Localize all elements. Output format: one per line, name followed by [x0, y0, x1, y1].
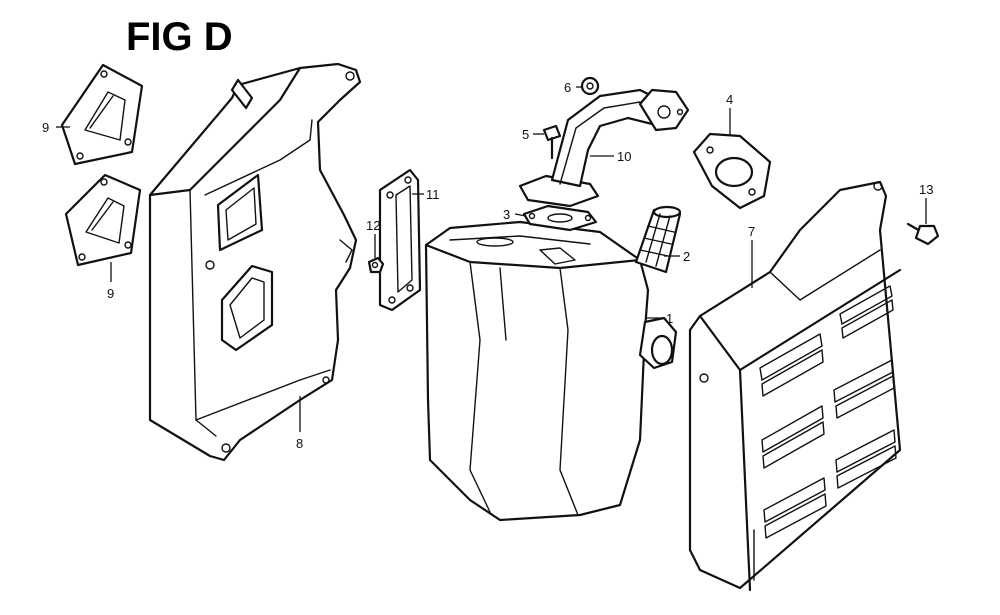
callout-7: 7 — [748, 224, 755, 239]
part-7-protector — [688, 180, 902, 592]
part-5-bolt — [542, 124, 562, 160]
part-2-screen — [634, 205, 682, 274]
callout-3: 3 — [503, 207, 510, 222]
callout-9-upper: 9 — [42, 120, 49, 135]
callout-9-lower: 9 — [107, 286, 114, 301]
part-12-nut — [367, 256, 385, 274]
part-6-nut — [580, 76, 600, 96]
part-1-muffler — [424, 220, 678, 522]
figure-title: FIG D — [126, 15, 233, 59]
callout-13: 13 — [919, 182, 933, 197]
part-9-upper-plate — [60, 63, 144, 166]
callout-labels: 9 9 8 11 12 1 2 3 5 6 10 4 7 13 — [42, 80, 933, 451]
part-8-heat-shield — [148, 62, 362, 462]
callout-2: 2 — [683, 249, 690, 264]
callout-11: 11 — [426, 187, 440, 202]
part-4-gasket — [692, 132, 772, 210]
callout-8: 8 — [296, 436, 303, 451]
part-11-bracket — [378, 168, 422, 312]
callout-5: 5 — [522, 127, 529, 142]
callout-4: 4 — [726, 92, 733, 107]
callout-6: 6 — [564, 80, 571, 95]
part-13-bolt — [906, 222, 940, 246]
leader-lines — [56, 86, 927, 432]
part-10-exhaust-pipe — [518, 88, 690, 208]
callout-10: 10 — [617, 149, 631, 164]
part-9-lower-plate — [64, 173, 142, 267]
callout-1: 1 — [666, 311, 673, 326]
part-3-gasket — [522, 204, 598, 232]
callout-12: 12 — [366, 218, 380, 233]
